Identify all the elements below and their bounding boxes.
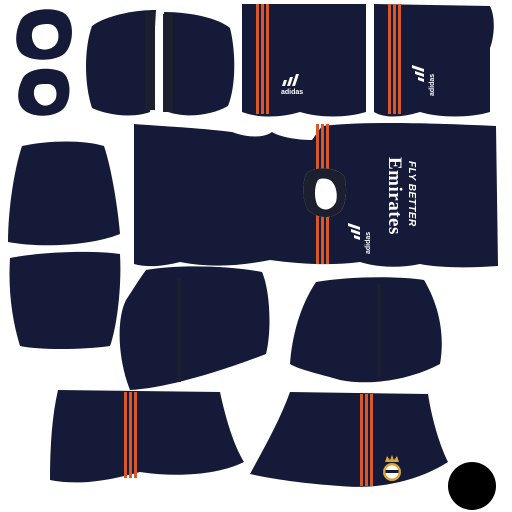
side-panel-lower-shape xyxy=(9,251,121,349)
panel-top-right-stripe-3 xyxy=(398,4,401,114)
club-crest-band xyxy=(385,470,399,473)
shorts-right xyxy=(250,392,448,487)
sleeve-right-top xyxy=(163,12,235,116)
panel-top-left-stripe-1 xyxy=(256,4,259,114)
sleeve-right-middle-shape xyxy=(290,277,442,383)
shorts-left-stripe-1 xyxy=(124,392,127,478)
shorts-right-stripe-3 xyxy=(370,394,373,486)
sponsor-tagline: FLY BETTER xyxy=(406,161,417,227)
neck-opening-rim xyxy=(303,168,347,218)
brand-wordmark-front: adidas xyxy=(365,232,372,254)
side-panel-upper xyxy=(8,141,120,246)
brand-logo-top-right-bar-2 xyxy=(415,71,424,77)
panel-top-right-stripe-1 xyxy=(388,4,391,114)
brand-logo-front-bar-2 xyxy=(351,229,360,235)
collar-ring-bottom-shape xyxy=(18,68,70,116)
sleeve-left-middle-shape xyxy=(119,266,270,390)
brand-logo-front: adidas xyxy=(348,223,372,254)
side-panel-lower xyxy=(9,251,121,349)
brand-logo-top-left-bar-1 xyxy=(282,80,287,86)
collar-ring-bottom xyxy=(18,68,70,116)
sleeve-right-middle-stripe xyxy=(377,284,381,378)
brand-wordmark-top-right: adidas xyxy=(429,74,436,96)
brand-wordmark-top-left: adidas xyxy=(281,89,303,96)
shorts-left-stripe-2 xyxy=(129,392,132,478)
shorts-right-stripe-1 xyxy=(360,394,363,486)
brand-logo-front-bar-3 xyxy=(348,223,360,230)
collar-ring-top-shape xyxy=(16,9,72,60)
sleeve-left-top-shape xyxy=(86,10,156,116)
shorts-left-shape xyxy=(50,390,244,483)
collar-ring-top xyxy=(16,9,72,60)
panel-top-right-shape xyxy=(374,4,494,117)
panel-top-right: adidas xyxy=(374,4,494,117)
brand-logo-top-left: adidas xyxy=(281,74,303,96)
sleeve-left-middle xyxy=(119,266,270,390)
sponsor-name: Emirates xyxy=(384,157,405,235)
front-body: Emirates FLY BETTER adidas xyxy=(134,123,498,268)
sponsor-logo: Emirates FLY BETTER xyxy=(384,157,417,235)
club-crest-crown xyxy=(385,455,399,462)
shorts-right-shape xyxy=(250,392,448,487)
shorts-left-stripe-3 xyxy=(134,392,137,478)
brand-logo-top-right-bar-3 xyxy=(412,65,424,72)
round-patch xyxy=(448,462,496,510)
brand-logo-top-right-bar-1 xyxy=(418,77,424,82)
brand-logo-top-right: adidas xyxy=(412,65,436,96)
panel-top-left-stripe-3 xyxy=(266,4,269,114)
sleeve-right-top-stripe xyxy=(163,14,173,112)
panel-top-right-stripe-2 xyxy=(393,4,396,114)
sleeve-left-top-stripe xyxy=(145,12,155,110)
brand-logo-front-bar-1 xyxy=(354,235,360,240)
side-panel-upper-shape xyxy=(8,141,120,246)
sleeve-right-top-shape xyxy=(164,12,235,116)
sleeve-left-middle-stripe xyxy=(177,278,181,382)
panel-top-left-stripe-2 xyxy=(261,4,264,114)
club-crest-icon xyxy=(383,455,401,481)
sleeve-right-middle xyxy=(290,277,442,383)
shorts-right-stripe-2 xyxy=(365,394,368,486)
panel-top-left: adidas xyxy=(242,4,366,117)
brand-logo-top-left-bar-2 xyxy=(287,77,293,86)
sleeve-left-top xyxy=(86,10,156,116)
panel-top-left-shape xyxy=(242,4,366,117)
brand-logo-top-left-bar-3 xyxy=(292,74,299,86)
shorts-left xyxy=(50,390,244,483)
